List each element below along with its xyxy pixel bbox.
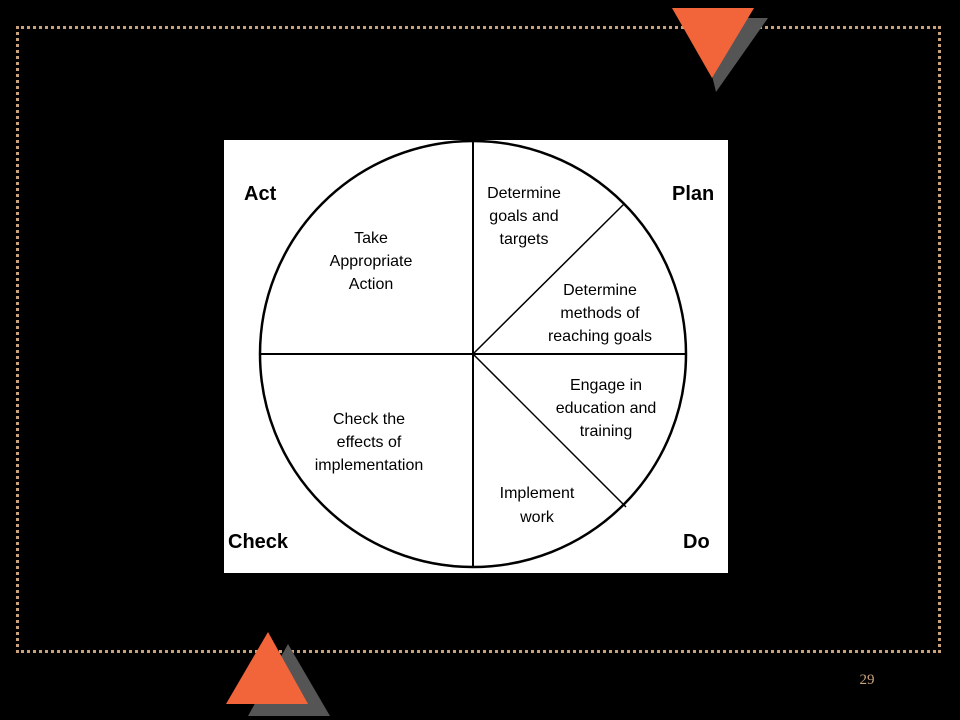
pdca-diagram: Act Plan Check Do Take Appropriate Actio… bbox=[224, 140, 728, 573]
svg-text:training: training bbox=[580, 423, 632, 440]
svg-text:Engage in: Engage in bbox=[570, 377, 642, 394]
svg-text:education and: education and bbox=[556, 400, 657, 417]
segment-goals-targets: Determine goals and targets bbox=[487, 185, 561, 248]
svg-text:methods of: methods of bbox=[560, 305, 640, 322]
segment-implement: Implement work bbox=[500, 485, 575, 526]
svg-text:Appropriate: Appropriate bbox=[330, 253, 413, 270]
svg-text:work: work bbox=[519, 509, 555, 526]
do-divider bbox=[472, 353, 627, 508]
svg-text:Determine: Determine bbox=[563, 282, 637, 299]
pdca-wheel: Act Plan Check Do Take Appropriate Actio… bbox=[228, 140, 714, 569]
segment-methods: Determine methods of reaching goals bbox=[548, 282, 652, 345]
page-number: 29 bbox=[859, 672, 875, 688]
label-plan: Plan bbox=[672, 183, 714, 205]
svg-text:Check the: Check the bbox=[333, 411, 405, 428]
slide-frame bbox=[16, 26, 941, 653]
svg-text:reaching goals: reaching goals bbox=[548, 328, 652, 345]
label-do: Do bbox=[683, 531, 710, 553]
decorative-triangle-top bbox=[672, 8, 768, 92]
segment-education: Engage in education and training bbox=[556, 377, 657, 440]
label-check: Check bbox=[228, 531, 289, 553]
svg-text:effects of: effects of bbox=[337, 434, 402, 451]
svg-text:Implement: Implement bbox=[500, 485, 575, 502]
svg-text:Determine: Determine bbox=[487, 185, 561, 202]
svg-text:Action: Action bbox=[349, 276, 393, 293]
svg-text:targets: targets bbox=[500, 231, 549, 248]
decorative-triangle-bottom bbox=[226, 632, 330, 716]
svg-text:implementation: implementation bbox=[315, 457, 424, 474]
svg-text:Take: Take bbox=[354, 230, 388, 247]
segment-check-effects: Check the effects of implementation bbox=[315, 411, 424, 474]
svg-text:goals and: goals and bbox=[489, 208, 558, 225]
plan-divider bbox=[472, 203, 625, 355]
segment-take-action: Take Appropriate Action bbox=[330, 230, 413, 293]
label-act: Act bbox=[244, 183, 277, 205]
